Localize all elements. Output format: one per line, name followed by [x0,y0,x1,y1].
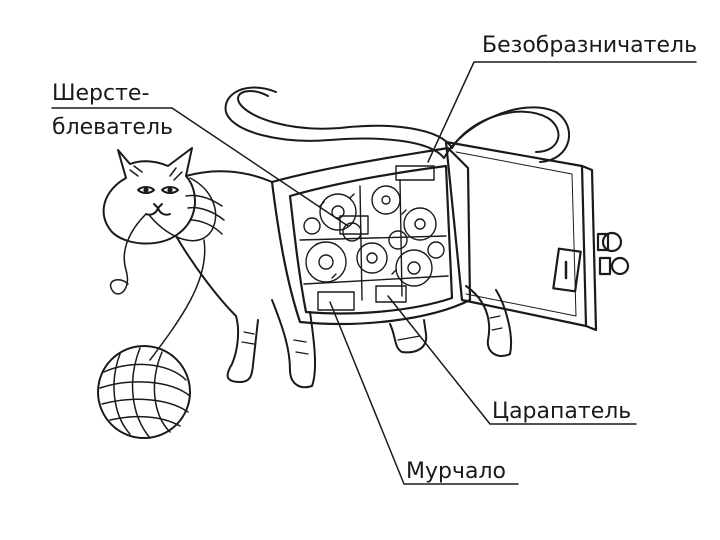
yarn-thread [109,177,217,361]
leader-bezobraznichatel [427,61,697,163]
yarn-ball [97,345,191,439]
cat-body [175,170,512,389]
cat-tail [224,86,571,163]
cavity-frame [270,146,472,326]
leader-tsarapatel [387,295,637,425]
mechanism-gears [299,165,449,311]
label-sherstoblevatel-line2: блеватель [52,115,173,140]
label-tsarapatel: Царапатель [492,399,632,424]
leader-sherstoblevatel [51,107,349,227]
label-sherstoblevatel-line1: Шерсте- [52,81,150,106]
label-bezobraznichatel: Безобразничатель [482,33,698,58]
pointer-lines [51,61,697,485]
cat-head [102,147,197,245]
leader-murchalo [329,301,519,485]
label-murchalo: Мурчало [406,459,506,484]
cavity-door [444,140,630,332]
